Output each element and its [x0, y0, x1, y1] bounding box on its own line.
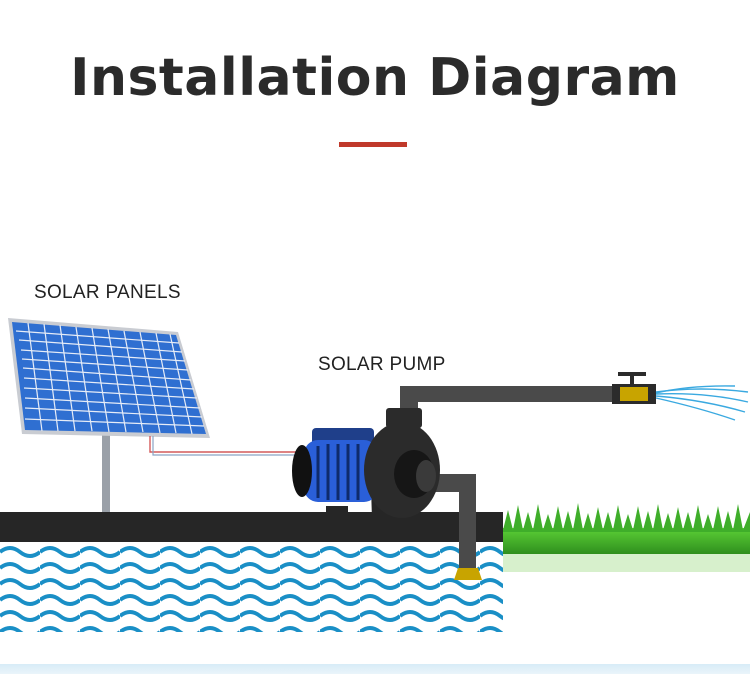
- water-spray-icon: [655, 385, 749, 421]
- solar-pump-label: SOLAR PUMP: [318, 354, 446, 375]
- solar-panel-icon: [8, 318, 210, 438]
- outlet-pipe: [400, 386, 620, 426]
- suction-pipe: [428, 474, 476, 572]
- ground: [0, 512, 503, 542]
- power-cable: [149, 436, 298, 456]
- panel-stand: [98, 428, 114, 514]
- foot-valve-icon: [454, 568, 482, 580]
- valve-icon: [612, 372, 656, 404]
- title-accent-bar: [339, 142, 407, 147]
- pump-icon: [292, 408, 440, 520]
- solar-panels-label: SOLAR PANELS: [34, 282, 181, 303]
- grass-icon: [503, 503, 750, 572]
- page-title: Installation Diagram: [70, 48, 680, 108]
- bottom-band: [0, 664, 750, 674]
- water-body: [0, 540, 503, 632]
